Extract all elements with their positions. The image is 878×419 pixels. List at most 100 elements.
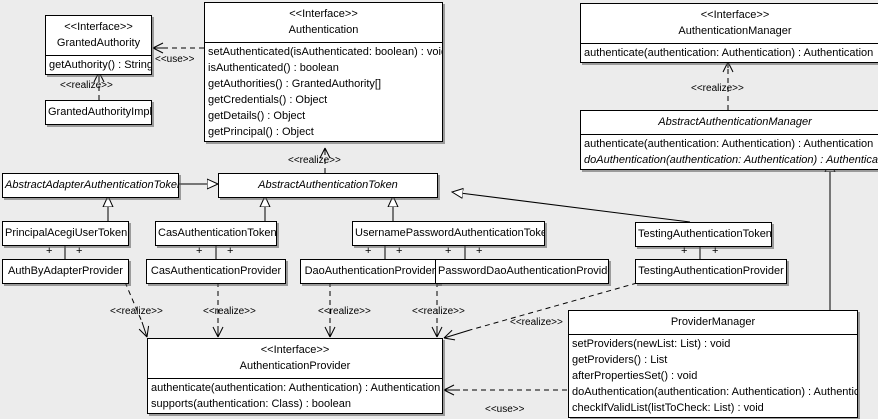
- operation: authenticate(authentication: Authenticat…: [584, 138, 874, 150]
- class-authentication-provider[interactable]: <<Interface>> AuthenticationProvider aut…: [147, 338, 443, 414]
- class-header: AbstractAuthenticationManager: [581, 111, 878, 134]
- class-header: TestingAuthenticationToken: [636, 223, 771, 246]
- class-abstract-authentication-token[interactable]: AbstractAuthenticationToken: [218, 173, 438, 198]
- association-plus-marker: +: [396, 245, 403, 257]
- class-dao-authentication-provider[interactable]: DaoAuthenticationProvider: [300, 259, 440, 284]
- edge-label-realize-daoauthenticationprovider: <<realize>>: [318, 306, 371, 317]
- operation: isAuthenticated() : boolean: [208, 62, 339, 74]
- class-header: GrantedAuthorityImpl: [46, 101, 151, 124]
- class-name: GrantedAuthority: [56, 37, 141, 49]
- class-name: ProviderManager: [670, 316, 756, 328]
- class-header: AuthByAdapterProvider: [3, 260, 128, 283]
- class-header: CasAuthenticationToken: [156, 222, 276, 245]
- operations-compartment: authenticate(authentication: Authenticat…: [581, 43, 878, 62]
- class-provider-manager[interactable]: ProviderManager setProviders(newList: Li…: [568, 310, 858, 418]
- edge-label-use-grantedauthority: <<use>>: [155, 54, 195, 65]
- operation: getPrincipal() : Object: [208, 126, 314, 138]
- class-principal-acegi-user-token[interactable]: PrincipalAcegiUserToken: [2, 221, 129, 246]
- stereotype-label: <<Interface>>: [700, 9, 770, 21]
- class-header: AbstractAuthenticationToken: [219, 174, 437, 197]
- class-authentication[interactable]: <<Interface>> Authentication setAuthenti…: [204, 2, 443, 142]
- class-header: CasAuthenticationProvider: [147, 260, 285, 283]
- edge-label-realize-abstractauthenticationmanager: <<realize>>: [691, 83, 744, 94]
- association-plus-marker: +: [712, 245, 719, 257]
- class-header: ProviderManager: [569, 311, 857, 334]
- stereotype-label: <<Interface>>: [64, 21, 133, 33]
- edge-label-realize-grantedauthorityimpl: <<realize>>: [60, 80, 113, 91]
- edge-label-realize-authbyadapterprovider: <<realize>>: [110, 306, 163, 317]
- class-name: GrantedAuthorityImpl: [48, 106, 152, 118]
- association-plus-marker: +: [76, 245, 83, 257]
- operation: checkIfValidList(listToCheck: List) : vo…: [572, 402, 764, 414]
- class-name: AbstractAuthenticationToken: [258, 179, 398, 191]
- class-name: CasAuthenticationToken: [158, 227, 277, 239]
- class-password-dao-authentication-provider[interactable]: PasswordDaoAuthenticationProvider: [435, 259, 609, 284]
- operation: authenticate(authentication: Authenticat…: [584, 47, 874, 59]
- edge-label-realize-testingauthenticationprovider: <<realize>>: [510, 317, 563, 328]
- class-header: TestingAuthenticationProvider: [636, 260, 786, 283]
- association-plus-marker: +: [681, 245, 688, 257]
- association-plus-marker: +: [46, 245, 53, 257]
- operation: getDetails() : Object: [208, 110, 306, 122]
- class-cas-authentication-token[interactable]: CasAuthenticationToken: [155, 221, 277, 246]
- operations-compartment: authenticate(authentication: Authenticat…: [148, 378, 442, 413]
- class-name: AuthenticationProvider: [239, 360, 351, 372]
- class-granted-authority[interactable]: <<Interface>> GrantedAuthority getAuthor…: [45, 15, 152, 75]
- association-plus-marker: +: [476, 245, 483, 257]
- class-name: AuthenticationManager: [678, 25, 792, 37]
- class-cas-authentication-provider[interactable]: CasAuthenticationProvider: [146, 259, 286, 284]
- operation: getAuthorities() : GrantedAuthority[]: [208, 78, 382, 90]
- class-abstract-adapter-authentication-token[interactable]: AbstractAdapterAuthenticationToken: [2, 173, 179, 198]
- operations-compartment: getAuthority() : String: [46, 55, 151, 74]
- edge-label-realize-casauthenticationprovider: <<realize>>: [203, 306, 256, 317]
- class-name: CasAuthenticationProvider: [150, 265, 282, 277]
- stereotype-label: <<Interface>>: [260, 344, 330, 356]
- class-header: <<Interface>> AuthenticationManager: [581, 4, 878, 43]
- class-name: TestingAuthenticationProvider: [638, 265, 784, 277]
- class-name: PrincipalAcegiUserToken: [5, 227, 128, 239]
- operation: setAuthenticated(isAuthenticated: boolea…: [208, 46, 443, 58]
- association-plus-marker: +: [196, 245, 203, 257]
- class-name: TestingAuthenticationToken: [638, 228, 772, 240]
- class-auth-by-adapter-provider[interactable]: AuthByAdapterProvider: [2, 259, 129, 284]
- operation: setProviders(newList: List) : void: [572, 338, 731, 350]
- class-testing-authentication-provider[interactable]: TestingAuthenticationProvider: [635, 259, 787, 284]
- operations-compartment: setProviders(newList: List) : void getPr…: [569, 334, 857, 417]
- operations-compartment: setAuthenticated(isAuthenticated: boolea…: [205, 42, 442, 141]
- class-header: AbstractAdapterAuthenticationToken: [3, 174, 178, 197]
- association-plus-marker: +: [445, 245, 452, 257]
- edge-generalization-testingauthenticationtoken: [452, 192, 691, 223]
- class-header: DaoAuthenticationProvider: [301, 260, 439, 283]
- operation: afterPropertiesSet() : void: [572, 370, 698, 382]
- operation: getCredentials() : Object: [208, 94, 328, 106]
- edge-label-realize-passworddaoauthenticationprovider: <<realize>>: [412, 306, 465, 317]
- class-name: AuthByAdapterProvider: [8, 265, 123, 277]
- class-authentication-manager[interactable]: <<Interface>> AuthenticationManager auth…: [580, 3, 878, 63]
- class-granted-authority-impl[interactable]: GrantedAuthorityImpl: [45, 100, 152, 125]
- operation: authenticate(authentication: Authenticat…: [151, 382, 441, 394]
- class-header: PrincipalAcegiUserToken: [3, 222, 128, 245]
- class-name: PasswordDaoAuthenticationProvider: [438, 265, 609, 277]
- class-name: AbstractAuthenticationManager: [658, 116, 812, 128]
- class-name: DaoAuthenticationProvider: [304, 265, 436, 277]
- stereotype-label: <<Interface>>: [289, 8, 358, 20]
- class-abstract-authentication-manager[interactable]: AbstractAuthenticationManager authentica…: [580, 110, 878, 170]
- operation: supports(authentication: Class) : boolea…: [151, 398, 351, 410]
- class-username-password-authentication-token[interactable]: UsernamePasswordAuthenticationToken: [352, 221, 545, 246]
- class-header: PasswordDaoAuthenticationProvider: [436, 260, 608, 283]
- association-plus-marker: +: [227, 245, 234, 257]
- operation: doAuthentication(authentication: Authent…: [584, 154, 878, 166]
- association-plus-marker: +: [365, 245, 372, 257]
- operations-compartment: authenticate(authentication: Authenticat…: [581, 134, 878, 169]
- class-header: UsernamePasswordAuthenticationToken: [353, 222, 544, 245]
- edge-label-use-providermanager: <<use>>: [485, 404, 525, 415]
- operation: getProviders() : List: [572, 354, 668, 366]
- class-header: <<Interface>> GrantedAuthority: [46, 16, 151, 55]
- class-header: <<Interface>> Authentication: [205, 3, 442, 42]
- class-name: Authentication: [288, 24, 359, 36]
- operation: getAuthority() : String: [49, 59, 152, 71]
- operation: doAuthentication(authentication: Authent…: [572, 386, 858, 398]
- edge-label-realize-abstractauthenticationtoken: <<realize>>: [288, 155, 341, 166]
- class-testing-authentication-token[interactable]: TestingAuthenticationToken: [635, 222, 772, 247]
